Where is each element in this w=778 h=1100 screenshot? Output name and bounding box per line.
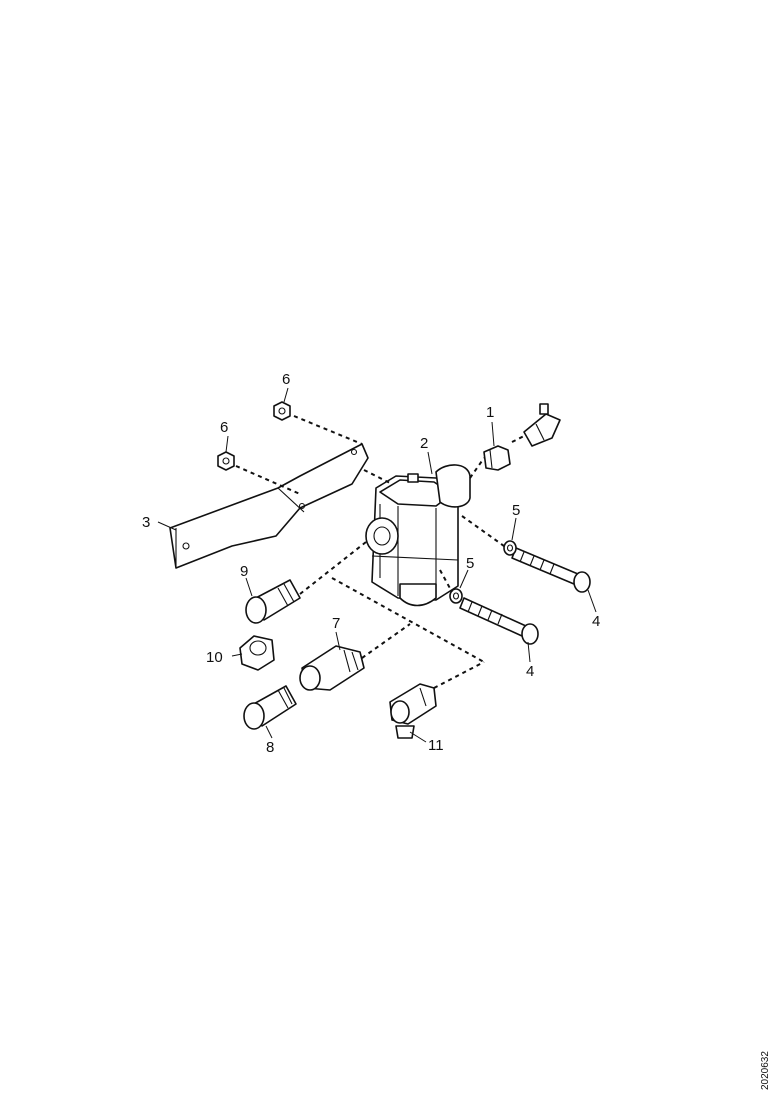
callout-4-upper: 4 bbox=[592, 613, 600, 630]
fitting-8 bbox=[243, 685, 297, 730]
screw-lower bbox=[459, 597, 539, 645]
nut-upper bbox=[273, 401, 291, 421]
callout-1: 1 bbox=[486, 404, 494, 421]
fitting-11 bbox=[389, 683, 437, 739]
callout-7: 7 bbox=[332, 615, 340, 632]
callout-8: 8 bbox=[266, 739, 274, 756]
washer-upper bbox=[503, 540, 517, 556]
callout-4-lower: 4 bbox=[526, 663, 534, 680]
callout-2: 2 bbox=[420, 435, 428, 452]
callout-3: 3 bbox=[142, 514, 150, 531]
callout-11: 11 bbox=[428, 737, 444, 754]
assembly-lines bbox=[235, 415, 525, 689]
leader-lines bbox=[157, 387, 597, 743]
fitting-top bbox=[483, 445, 511, 471]
connector-plug bbox=[523, 403, 561, 447]
screw-upper bbox=[511, 547, 591, 593]
fitting-9 bbox=[245, 579, 301, 624]
valve-body bbox=[365, 464, 471, 607]
nut-lower bbox=[217, 451, 235, 471]
document-code: 2020632 bbox=[760, 1051, 771, 1090]
mounting-bracket bbox=[169, 443, 369, 569]
fitting-10 bbox=[239, 635, 275, 671]
fitting-7 bbox=[299, 645, 365, 691]
callout-6-lower: 6 bbox=[220, 419, 228, 436]
callout-5-upper: 5 bbox=[512, 502, 520, 519]
washer-lower bbox=[449, 588, 463, 604]
callout-9: 9 bbox=[240, 563, 248, 580]
callout-10: 10 bbox=[206, 649, 223, 666]
callout-5-lower: 5 bbox=[466, 555, 474, 572]
callout-6-upper: 6 bbox=[282, 371, 290, 388]
